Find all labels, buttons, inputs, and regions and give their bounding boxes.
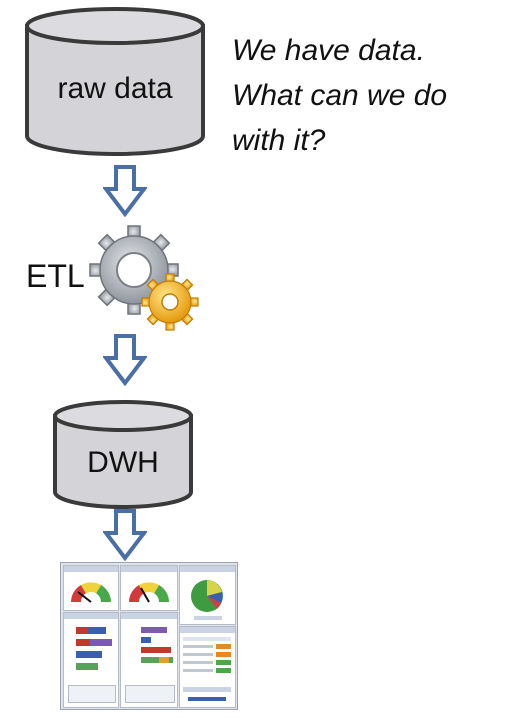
dwh-cylinder	[53, 400, 193, 509]
down-arrow-icon	[103, 334, 147, 386]
caption-text: We have data. What can we do with it?	[232, 28, 522, 163]
etl-label: ETL	[26, 258, 85, 294]
gauge-panel	[120, 565, 178, 611]
caption-line-3: with it?	[232, 124, 326, 157]
dashboard-thumbnail	[60, 562, 238, 710]
gears-icon	[89, 225, 199, 331]
gauge-chart-icon	[71, 582, 111, 610]
raw-data-cylinder	[25, 7, 205, 156]
raw-data-label: raw data	[57, 72, 173, 105]
dwh-label: DWH	[87, 446, 159, 479]
down-arrow-icon	[103, 165, 147, 217]
bar-panel	[63, 612, 119, 708]
caption-line-1: We have data.	[232, 34, 425, 67]
gauge-panel	[63, 565, 119, 611]
table-panel	[179, 626, 236, 708]
caption-line-2: What can we do	[232, 79, 448, 112]
down-arrow-icon	[103, 509, 147, 561]
pie-chart-icon	[191, 580, 223, 620]
gauge-chart-icon	[129, 582, 169, 610]
pie-panel	[179, 565, 236, 625]
bar-panel	[120, 612, 178, 708]
